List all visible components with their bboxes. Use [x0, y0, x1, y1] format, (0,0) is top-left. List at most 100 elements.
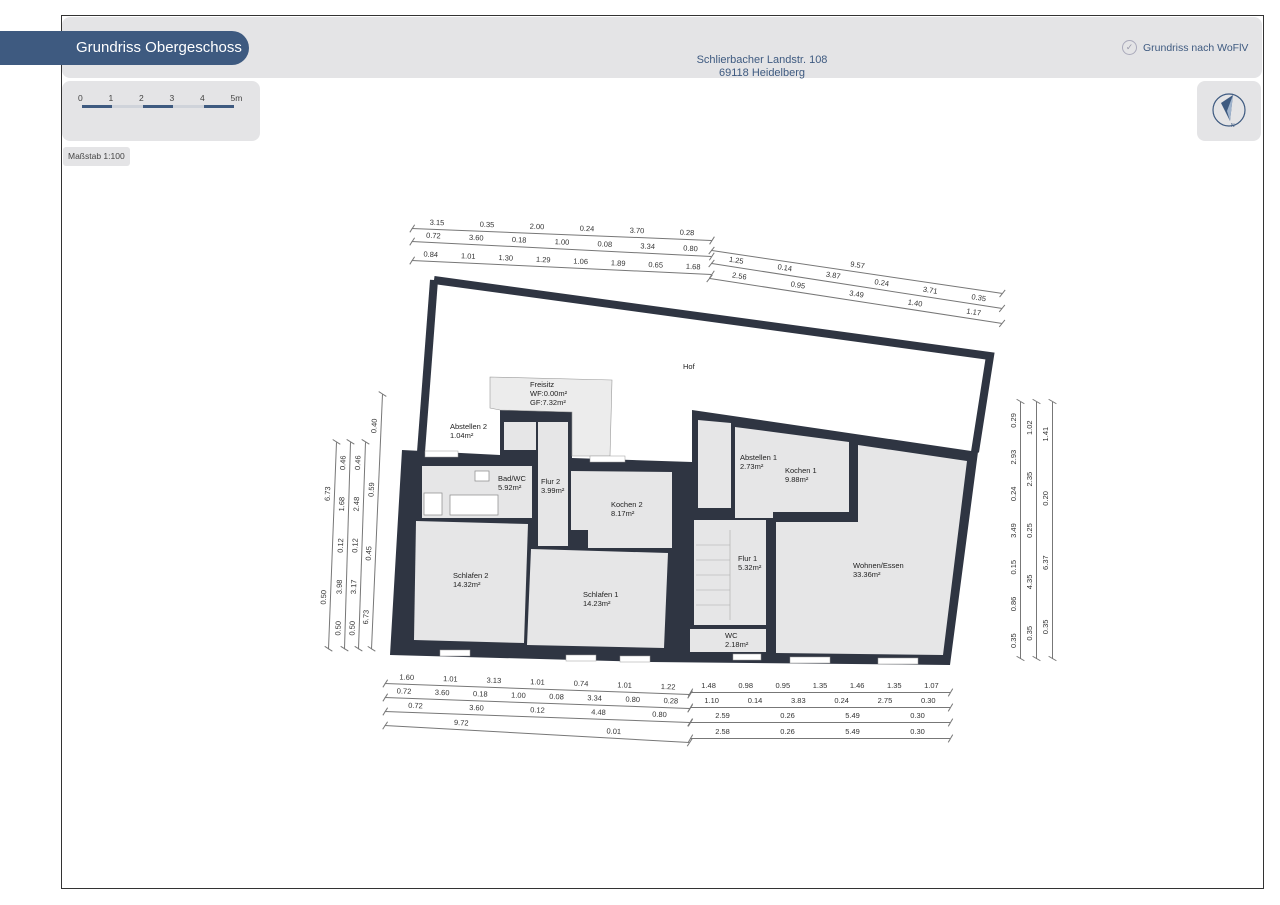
dimension-rule	[690, 738, 950, 739]
scale-bar	[82, 105, 235, 108]
room-flur-2	[538, 422, 568, 546]
dimension-label: 0.40	[369, 418, 379, 434]
dimension-label: 0.20	[1041, 491, 1050, 506]
dimension-rule	[1020, 402, 1021, 659]
dimension-label: 1.41	[1041, 426, 1050, 442]
page-title: Grundriss Obergeschoss	[0, 31, 249, 65]
dimension-label: 0.24	[834, 696, 849, 705]
dimension-label: 0.45	[363, 545, 374, 561]
dimension-label: 1.06	[573, 256, 589, 267]
wofiv-badge: ✓ Grundriss nach WoFlV	[1122, 40, 1248, 55]
dimension-label: 9.57	[849, 259, 866, 271]
room-label-flur-2: Flur 2	[541, 477, 560, 486]
dimension-label: 4.48	[591, 707, 606, 717]
windows	[424, 450, 919, 665]
dimension-label: 0.46	[353, 455, 363, 471]
dimension-label: 1.68	[685, 261, 701, 272]
dimension-label: 0.12	[530, 705, 545, 715]
dimension-label: 1.35	[812, 681, 828, 690]
dimension-label: 0.25	[1025, 523, 1034, 538]
room-area-abstellen-2: 1.04m²	[450, 431, 474, 440]
dimension-label: 0.80	[652, 709, 667, 720]
scale-tick-label: 4	[200, 93, 205, 103]
room-label-freisitz: Freisitz	[530, 380, 554, 389]
scale-label: Maßstab 1:100	[63, 147, 130, 166]
dimension-label: 0.24	[579, 223, 595, 234]
dimension-label: 6.37	[1041, 555, 1050, 570]
dimension-label: 0.28	[679, 227, 695, 238]
dimension-label: 0.15	[1009, 559, 1018, 575]
dimension-label: 1.29	[535, 254, 551, 265]
scale-tick-label: 5m	[230, 93, 243, 103]
room-freisitz	[489, 376, 613, 457]
room-label-hof: Hof	[683, 362, 696, 371]
room-label-kochen-2: Kochen 2	[611, 500, 643, 509]
room-kochen-1	[735, 427, 849, 518]
dimension-label: 0.28	[663, 696, 679, 706]
dimension-label: 0.50	[347, 620, 357, 636]
dimension-label: 1.35	[886, 681, 902, 690]
dimension-label: 0.12	[350, 538, 360, 553]
dimension-label: 5.49	[845, 711, 860, 720]
dimension-label: 3.60	[434, 687, 450, 698]
room-label-schlafen-2: Schlafen 2	[453, 571, 488, 580]
dimension-label: 0.59	[366, 482, 377, 498]
room-label-wohnen-essen: Wohnen/Essen	[853, 561, 904, 570]
room-area-freisitz-gf: GF:7.32m²	[530, 398, 566, 407]
room-abstellen-1	[698, 420, 731, 508]
dimension-label: 0.65	[648, 260, 664, 270]
dimension-rule	[690, 692, 950, 693]
room-label-wc: WC	[725, 631, 738, 640]
room-label-schlafen-1: Schlafen 1	[583, 590, 618, 599]
dimension-label: 1.25	[728, 254, 745, 266]
room-area-schlafen-2: 14.32m²	[453, 580, 481, 589]
dimension-label: 1.00	[510, 690, 526, 701]
courtyard-wall-left	[417, 279, 438, 453]
dimension-label: 0.12	[335, 538, 346, 553]
dimension-label: 3.17	[348, 579, 359, 595]
dimension-label: 3.98	[334, 579, 345, 595]
dimension-label: 2.58	[715, 727, 730, 736]
dimension-rule	[690, 707, 950, 708]
dimension-label: 1.01	[442, 674, 458, 684]
address: Schlierbacher Landstr. 108 69118 Heidelb…	[622, 54, 902, 80]
dimension-label: 0.24	[1009, 486, 1018, 502]
dimension-label: 1.60	[399, 672, 415, 683]
dimension-label: 1.10	[704, 696, 719, 705]
dimension-label: 3.13	[486, 675, 502, 686]
dimension-label: 0.98	[738, 681, 754, 690]
dimension-label: 0.35	[1041, 619, 1050, 635]
dimension-label: 3.60	[468, 232, 484, 243]
dimension-label: 3.60	[469, 703, 484, 713]
dimension-label: 0.74	[573, 678, 589, 689]
dimension-label: 0.84	[423, 249, 439, 260]
room-area-bad-wc: 5.92m²	[498, 483, 522, 492]
dimension-label: 3.70	[629, 225, 645, 236]
dimension-label: 0.35	[1025, 626, 1034, 641]
dimension-label: 1.68	[336, 496, 347, 512]
dimension-label: 3.34	[640, 241, 656, 252]
dimension-label: 1.01	[530, 677, 545, 687]
dimension-label: 1.89	[610, 258, 626, 268]
dimension-label: 0.46	[338, 455, 348, 471]
dimension-label: 9.72	[453, 717, 469, 728]
dimension-label: 0.72	[408, 700, 423, 711]
room-label-abstellen-1: Abstellen 1	[740, 453, 777, 462]
address-city: 69118 Heidelberg	[718, 67, 806, 79]
dimension-label: 0.72	[396, 686, 412, 696]
dimension-label: 3.34	[587, 693, 603, 703]
scale-tick-label: 1	[108, 93, 114, 103]
dimension-label: 4.35	[1025, 574, 1034, 590]
compass-panel: N	[1197, 81, 1261, 141]
dimension-label: 0.30	[910, 711, 925, 720]
dimension-rule	[1052, 402, 1053, 659]
room-wohnen-essen	[776, 445, 967, 655]
dimension-label: 0.35	[1009, 633, 1018, 648]
dimension-label: 0.95	[790, 279, 806, 291]
compass-label: N	[1231, 123, 1235, 129]
